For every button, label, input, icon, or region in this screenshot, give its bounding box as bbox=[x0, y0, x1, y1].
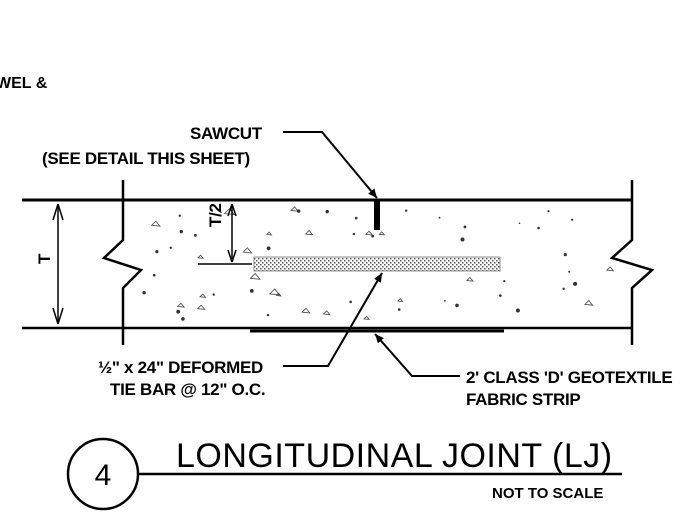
sawcut-groove bbox=[374, 200, 380, 230]
detail-title: LONGITUDINAL JOINT (LJ) bbox=[176, 437, 613, 475]
tie-bar-label-spacing: TIE BAR @ 12" O.C. bbox=[110, 380, 265, 399]
partial-callout-text: WEL & bbox=[0, 75, 48, 92]
geotextile-leader bbox=[374, 333, 460, 377]
sawcut-leader bbox=[283, 131, 378, 199]
tie-bar-label: ½" x 24" DEFORMED bbox=[98, 358, 263, 377]
half-thickness-dimension bbox=[198, 203, 252, 265]
geotextile-label-strip: FABRIC STRIP bbox=[466, 390, 580, 409]
sawcut-label: SAWCUT bbox=[190, 124, 263, 143]
sawcut-label-note: (SEE DETAIL THIS SHEET) bbox=[42, 149, 250, 168]
left-break-line bbox=[101, 180, 144, 345]
scale-note: NOT TO SCALE bbox=[492, 485, 603, 502]
tie-bar bbox=[253, 256, 501, 272]
thickness-dimension bbox=[52, 203, 64, 325]
geotextile-label: 2' CLASS 'D' GEOTEXTILE bbox=[466, 368, 672, 387]
thickness-label: T bbox=[35, 253, 54, 264]
tie-bar-leader bbox=[283, 272, 383, 367]
half-thickness-label: T/2 bbox=[206, 203, 225, 227]
detail-number: 4 bbox=[95, 459, 112, 492]
title-block bbox=[66, 437, 622, 511]
right-break-line bbox=[609, 180, 655, 345]
